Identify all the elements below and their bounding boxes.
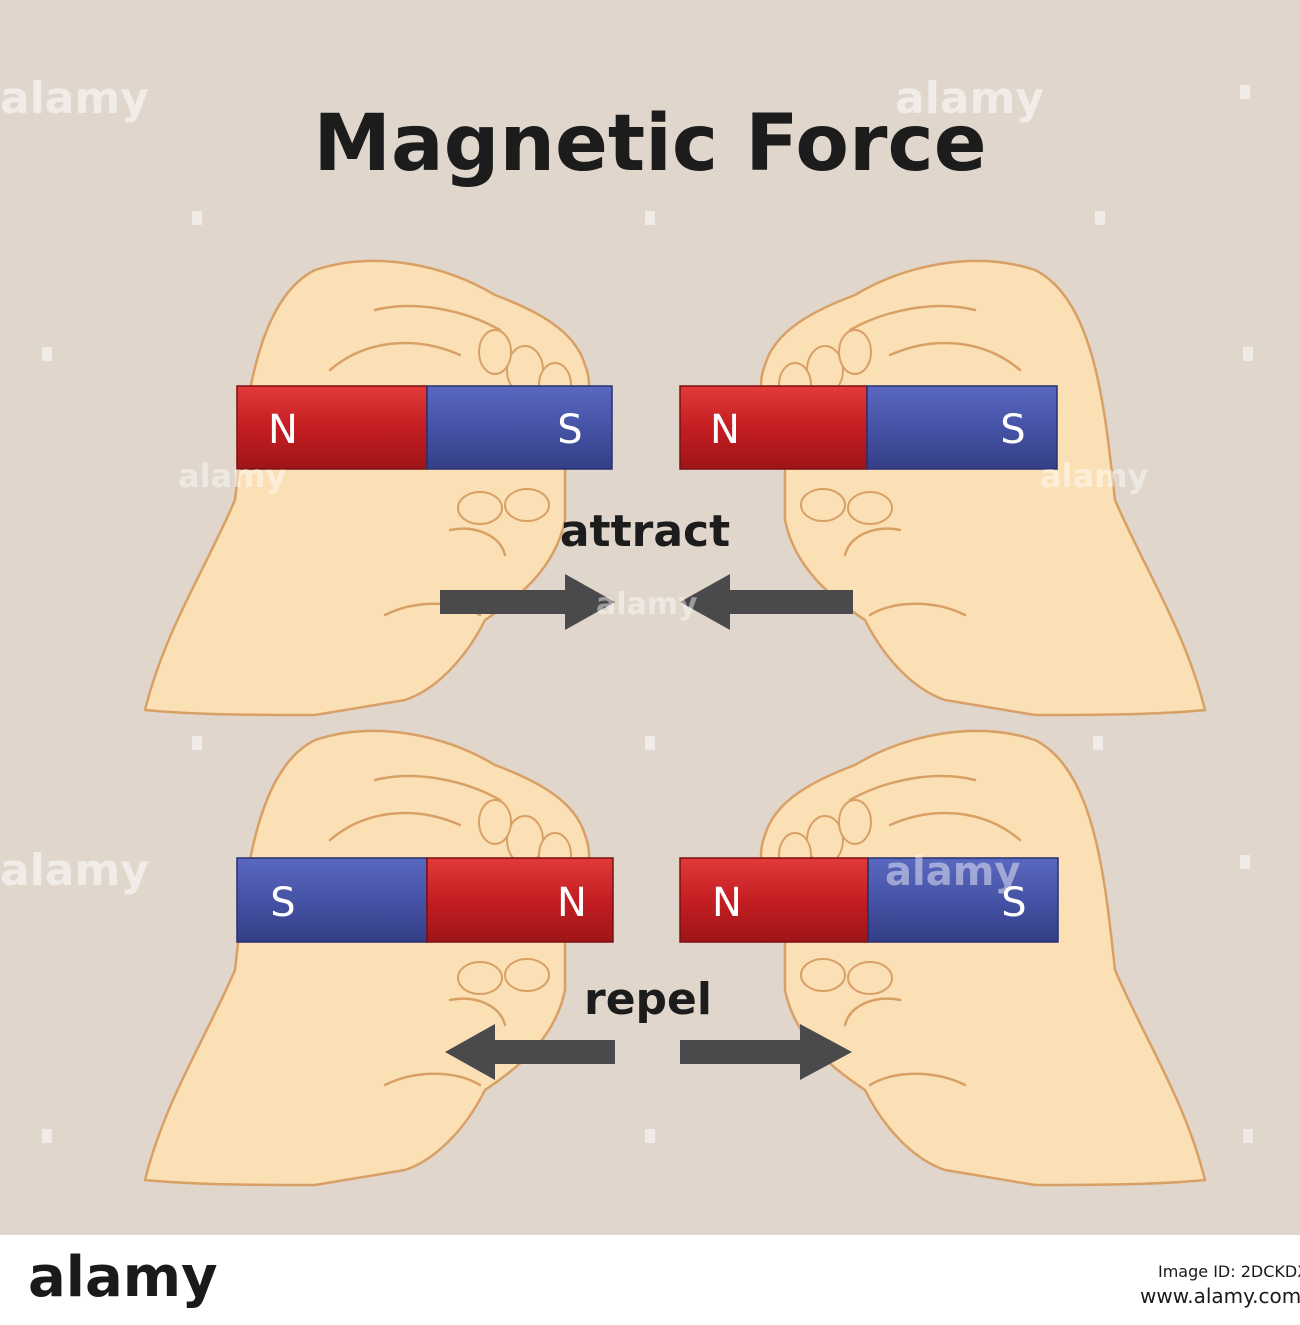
footer-url: www.alamy.com bbox=[1140, 1284, 1300, 1308]
pole-label: S bbox=[557, 407, 582, 453]
watermark-dots bbox=[42, 85, 1253, 1143]
watermark-text: alamy bbox=[1040, 457, 1149, 495]
repel-arrows bbox=[445, 1024, 852, 1080]
arrow-right-icon bbox=[680, 1024, 852, 1080]
pole-label: N bbox=[557, 880, 587, 926]
north-pole bbox=[236, 385, 428, 470]
pole-label: S bbox=[270, 880, 295, 926]
pole-label: N bbox=[268, 407, 298, 453]
magnet-top-left: N S bbox=[236, 385, 613, 470]
footer-image-id: Image ID: 2DCKDXK bbox=[1158, 1262, 1300, 1281]
magnet-bottom-left: S N bbox=[236, 857, 614, 943]
south-pole bbox=[236, 857, 428, 943]
south-pole bbox=[426, 385, 613, 470]
south-pole bbox=[867, 857, 1059, 943]
watermark-text: alamy bbox=[0, 73, 149, 124]
arrow-left-icon bbox=[680, 574, 853, 630]
watermark-text: alamy bbox=[0, 845, 149, 896]
watermark-text: alamy bbox=[178, 457, 287, 495]
footer-logo: alamy bbox=[28, 1245, 218, 1310]
north-pole bbox=[679, 385, 868, 470]
pole-label: S bbox=[1001, 880, 1026, 926]
watermark-text: alamy bbox=[885, 849, 1020, 895]
pole-label: N bbox=[710, 407, 740, 453]
repel-label: repel bbox=[584, 974, 712, 1025]
hand-bottom-right bbox=[759, 729, 1207, 1187]
magnet-bottom-right: N S bbox=[679, 857, 1059, 943]
attract-arrows bbox=[440, 574, 853, 630]
page-title: Magnetic Force bbox=[313, 99, 986, 189]
watermark-text: alamy bbox=[596, 587, 698, 622]
magnet-top-right: N S bbox=[679, 385, 1058, 470]
pole-label: N bbox=[712, 880, 742, 926]
hand-bottom-left bbox=[143, 729, 591, 1187]
north-pole bbox=[679, 857, 869, 943]
watermark-text: alamy bbox=[895, 73, 1044, 124]
north-pole bbox=[426, 857, 614, 943]
footer-bar bbox=[0, 1235, 1300, 1325]
south-pole bbox=[866, 385, 1058, 470]
watermark-overlay: alamy alamy alamy alamy alamy alamy alam… bbox=[0, 73, 1253, 1143]
attract-label: attract bbox=[560, 506, 730, 557]
arrow-left-icon bbox=[445, 1024, 615, 1080]
arrow-right-icon bbox=[440, 574, 615, 630]
pole-label: S bbox=[1000, 407, 1025, 453]
